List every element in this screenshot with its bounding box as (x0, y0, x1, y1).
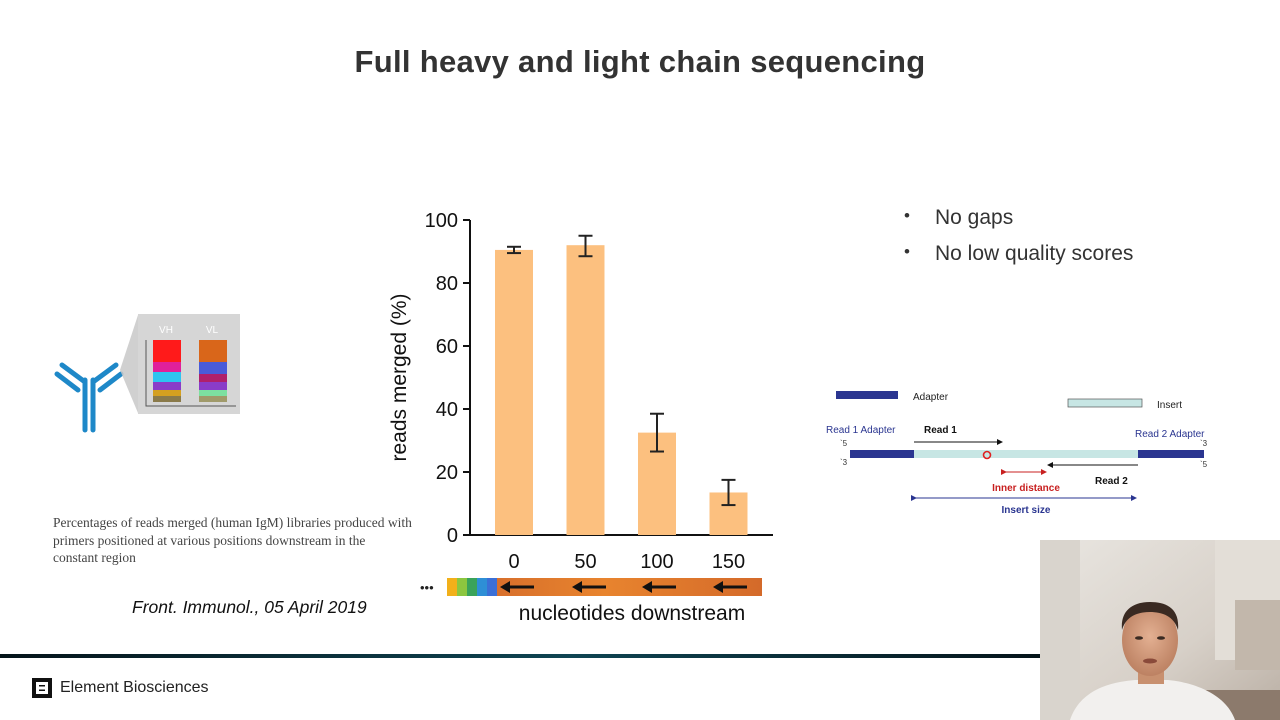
x-tick-label: 100 (640, 551, 673, 573)
insert-size-label: Insert size (1002, 505, 1051, 516)
primer-position-strip (447, 578, 762, 596)
x-tick-label: 50 (574, 551, 596, 573)
vl-segment (199, 362, 227, 374)
footer-divider (0, 654, 1040, 658)
variable-region-segment (447, 578, 457, 596)
error-bar (650, 412, 664, 453)
variable-region-segment (487, 578, 497, 596)
variable-region-segment (477, 578, 487, 596)
vl-label: VL (206, 325, 219, 336)
paired-end-read-diagram: Adapter Insert Read 1 Adapter Read 2 Ada… (826, 391, 1208, 516)
footer-brand-name: Element Biosciences (60, 679, 209, 696)
y-tick-label: 60 (436, 336, 458, 358)
vh-segment (153, 396, 181, 402)
chart-ticks: 0 20 40 60 80 100 0 50 100 150 (425, 210, 746, 573)
error-bar (578, 234, 593, 258)
read1-adapter-segment (850, 450, 914, 458)
y-tick-label: 80 (436, 273, 458, 295)
read1-adapter-label: Read 1 Adapter (826, 425, 896, 436)
inner-distance-label: Inner distance (992, 483, 1060, 494)
figure-citation: Front. Immunol., 05 April 2019 (132, 597, 367, 617)
read1-label: Read 1 (924, 425, 957, 436)
bullet-list: No gaps No low quality scores (902, 206, 1133, 278)
vl-color-stack (199, 340, 227, 402)
variable-region-segment (467, 578, 477, 596)
x-tick-label: 150 (712, 551, 745, 573)
adapter-legend-swatch (836, 391, 898, 399)
vh-label: VH (159, 325, 173, 336)
x-tick-label: 0 (508, 551, 519, 573)
vl-segment (199, 390, 227, 396)
figure-caption: Percentages of reads merged (human IgM) … (53, 515, 412, 565)
bar (566, 245, 605, 535)
end-top-right: `3 (1200, 439, 1208, 448)
primer-arrow (500, 581, 534, 593)
adapter-legend-label: Adapter (913, 392, 949, 403)
vh-segment (153, 382, 181, 390)
antibody-icon (54, 362, 124, 433)
vh-segment (153, 372, 181, 382)
variable-region-segment (457, 578, 467, 596)
element-logo-icon (32, 678, 52, 698)
end-bottom-left: `3 (840, 458, 848, 467)
bullet-no-gaps: No gaps (902, 206, 1133, 230)
vh-color-stack (153, 340, 181, 402)
chart-bars (495, 234, 748, 536)
cursor-marker-icon (982, 450, 992, 460)
vl-segment (199, 340, 227, 362)
slide-title: Full heavy and light chain sequencing (354, 44, 926, 79)
y-tick-label: 20 (436, 462, 458, 484)
primer-arrow (642, 581, 676, 593)
primer-arrow (572, 581, 606, 593)
antibody-illustration: VH VL (54, 314, 240, 433)
insert-legend-label: Insert (1157, 400, 1182, 411)
y-tick-label: 100 (425, 210, 458, 232)
vl-segment (199, 382, 227, 390)
x-axis-label: nucleotides downstream (519, 602, 745, 625)
read2-label: Read 2 (1095, 476, 1128, 487)
end-bottom-right: `5 (1200, 460, 1208, 469)
presenter-shirt (1070, 680, 1235, 720)
vl-segment (199, 396, 227, 402)
error-bar (507, 245, 521, 255)
y-tick-label: 0 (447, 525, 458, 547)
error-bar (721, 478, 736, 507)
insert-segment (914, 450, 1138, 458)
y-tick-label: 40 (436, 399, 458, 421)
vh-segment (153, 390, 181, 396)
reads-merged-bar-chart: 0 20 40 60 80 100 0 50 100 150 reads merged (%) •… (388, 210, 773, 625)
end-top-left: `5 (840, 439, 848, 448)
primer-arrow (713, 581, 747, 593)
bullet-no-low-quality: No low quality scores (902, 242, 1133, 266)
vh-segment (153, 362, 181, 372)
y-axis-label: reads merged (%) (388, 293, 411, 461)
vh-segment (153, 340, 181, 362)
presenter-webcam-feed (1040, 540, 1280, 720)
read2-adapter-segment (1138, 450, 1204, 458)
read2-adapter-label: Read 2 Adapter (1135, 429, 1205, 440)
bar (495, 249, 533, 536)
vl-segment (199, 374, 227, 382)
strip-ellipsis: ••• (420, 580, 434, 595)
presenter-face (1122, 604, 1178, 676)
insert-legend-swatch (1067, 398, 1143, 408)
